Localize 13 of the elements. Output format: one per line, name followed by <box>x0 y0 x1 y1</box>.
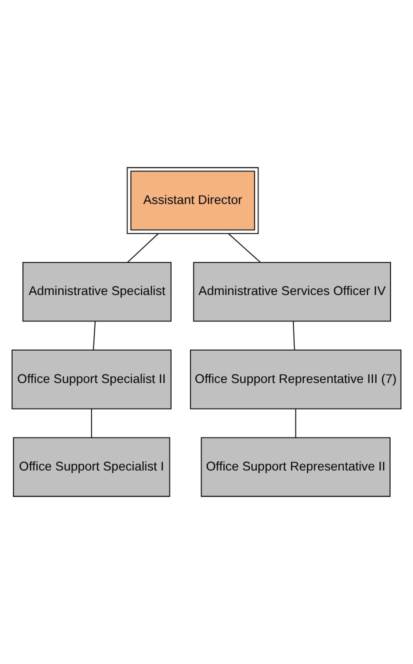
node-box: Assistant Director <box>126 167 259 234</box>
connector <box>228 233 261 263</box>
connector <box>91 408 92 438</box>
node-box: Office Support Representative II <box>200 437 391 497</box>
node-box: Administrative Services Officer IV <box>193 262 391 322</box>
connector <box>292 320 295 350</box>
node-box: Administrative Specialist <box>22 262 172 322</box>
connector <box>127 233 159 263</box>
connector <box>92 320 96 350</box>
node-box: Office Support Representative III (7) <box>190 350 402 410</box>
connector <box>295 408 296 438</box>
node-box: Office Support Specialist II <box>12 350 172 410</box>
node-box: Office Support Specialist I <box>12 437 170 497</box>
